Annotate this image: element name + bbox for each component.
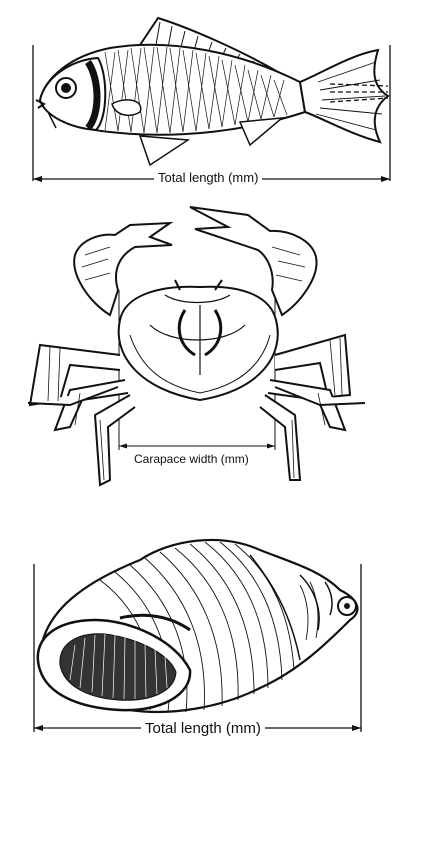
snail-drawing: [33, 538, 362, 732]
snail-arrow-left: [34, 725, 43, 731]
snail-measure-label: Total length (mm): [141, 720, 265, 737]
fish-drawing: [32, 16, 391, 182]
snail-shell-icon: [36, 538, 359, 714]
crab-arrow-left: [119, 443, 127, 449]
snail-arrow-right: [352, 725, 361, 731]
snail-panel: Total length (mm): [0, 520, 424, 750]
crab-icon: [27, 206, 366, 487]
crab-arrow-right: [267, 443, 275, 449]
fish-measure-label: Total length (mm): [154, 170, 263, 185]
crab-panel: Carapace width (mm): [0, 195, 424, 495]
fish-arrow-right: [381, 176, 390, 182]
crab-measure-label: Carapace width (mm): [130, 452, 253, 466]
fish-panel: Total length (mm): [0, 0, 424, 195]
crab-drawing: [27, 206, 366, 487]
fish-icon: [35, 16, 390, 167]
fish-arrow-left: [33, 176, 42, 182]
